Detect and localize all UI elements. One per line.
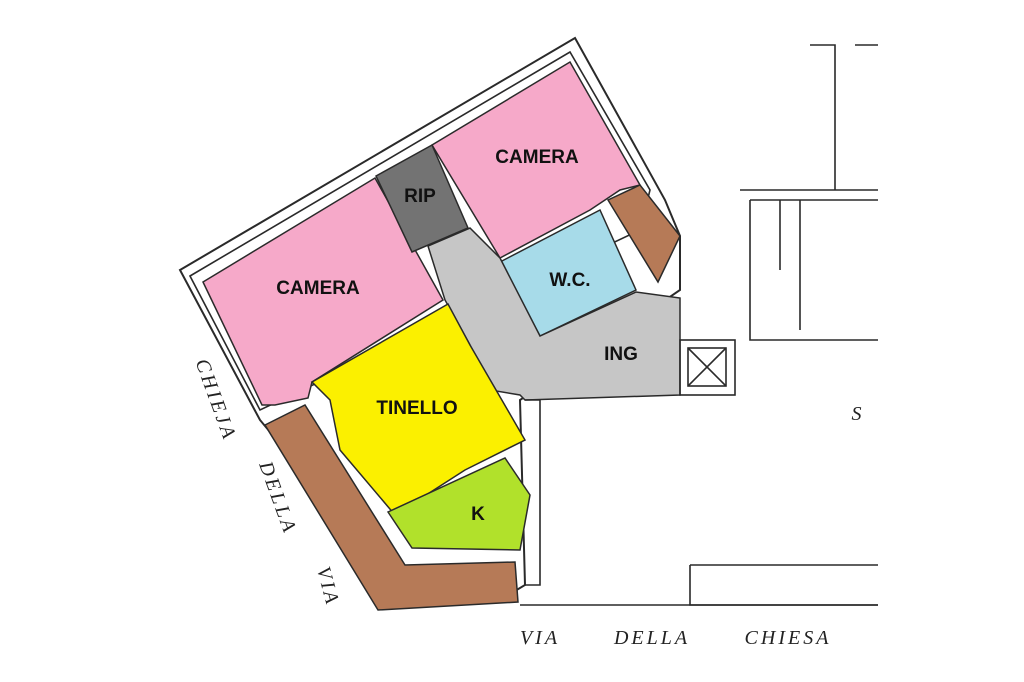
stair-area xyxy=(520,44,878,606)
label-ing: ING xyxy=(604,344,638,365)
street-bottom-della: DELLA xyxy=(613,627,690,649)
label-wc: W.C. xyxy=(549,270,590,291)
room-camera-top xyxy=(430,60,642,259)
street-bottom-via: VIA xyxy=(520,627,560,649)
label-tinello: TINELLO xyxy=(376,398,457,419)
room-rip xyxy=(375,143,469,253)
balcony-bottom xyxy=(263,404,519,611)
label-k: K xyxy=(471,504,485,525)
street-bottom-chiesa: CHIESA xyxy=(745,627,832,649)
room-k xyxy=(386,457,531,551)
elevator-icon xyxy=(679,339,736,396)
street-side-via: VIA xyxy=(312,564,344,608)
room-tinello xyxy=(310,302,527,516)
balcony-right xyxy=(606,184,681,284)
stair-mark: S xyxy=(852,403,865,425)
label-rip: RIP xyxy=(404,186,436,207)
label-camera-top: CAMERA xyxy=(495,147,579,168)
label-camera-left: CAMERA xyxy=(276,278,360,299)
